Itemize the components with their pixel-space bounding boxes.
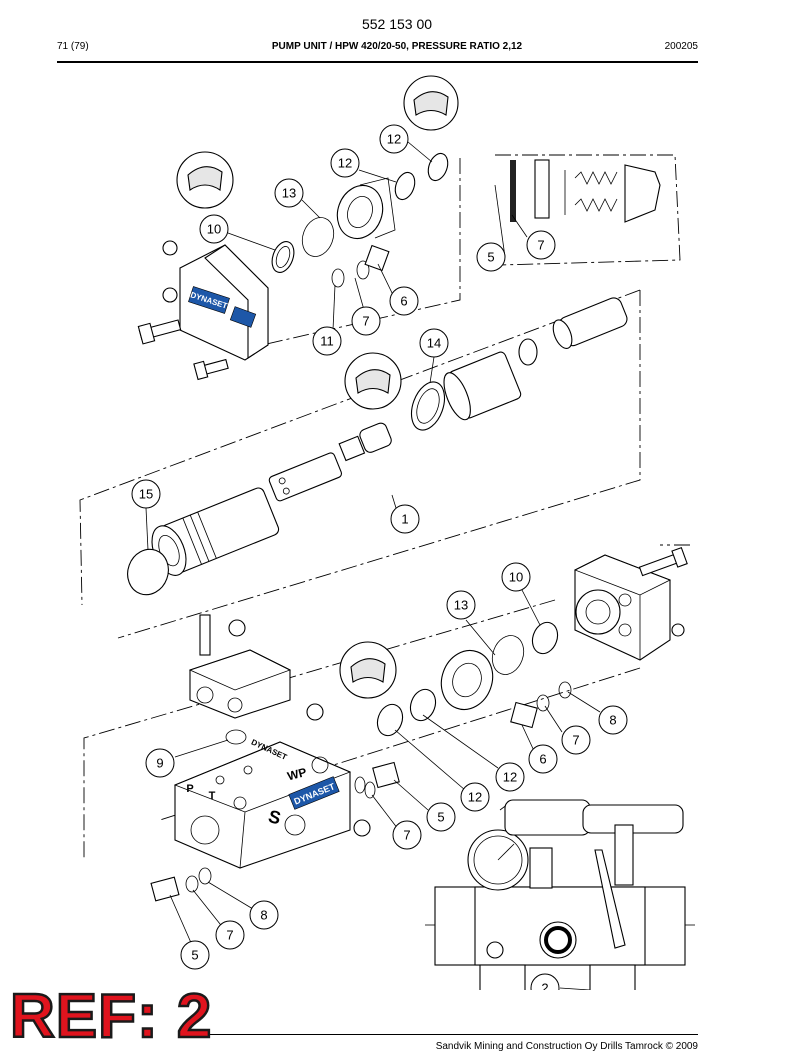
callout: 12 [460,782,490,812]
callout: 15 [131,479,161,509]
ref-stamp: REF: 2 [9,982,213,1051]
svg-text:12: 12 [468,790,482,805]
svg-text:9: 9 [156,756,163,771]
port-t-marking: T [209,790,216,802]
callout: 2 [530,973,560,991]
callout: 6 [389,286,419,316]
end-cap-block [574,546,688,661]
svg-text:13: 13 [454,598,468,613]
svg-text:12: 12 [338,156,352,171]
callout: 8 [598,705,628,735]
cylinder-assembly [127,297,628,596]
svg-text:7: 7 [403,828,410,843]
port-p-marking: P [186,783,193,795]
svg-text:6: 6 [400,294,407,309]
callout: 5 [476,242,506,272]
callout: 13 [446,590,476,620]
callout: 7 [215,920,245,950]
lower-valve-block: DYNASET DYNASET WP P T S [173,738,371,869]
svg-text:8: 8 [609,713,616,728]
upper-valve-block: DYNASET [137,240,269,381]
svg-text:10: 10 [509,570,523,585]
callout-badges: 12 12 13 10 7 5 6 7 11 14 15 1 10 13 8 7… [131,124,628,991]
port-s-marking: S [266,806,283,828]
svg-text:8: 8 [260,908,267,923]
doc-date: 200205 [664,41,698,52]
svg-text:6: 6 [539,752,546,767]
svg-text:14: 14 [427,336,441,351]
svg-text:11: 11 [320,334,334,349]
callout: 10 [501,562,531,592]
header-rule [57,61,698,63]
leader-lines [145,141,601,990]
svg-text:12: 12 [387,132,401,147]
callout: 12 [330,148,360,178]
callout: 7 [561,725,591,755]
svg-text:7: 7 [537,238,544,253]
footer-rule [200,1034,698,1035]
callout: 13 [274,178,304,208]
callout: 1 [390,504,420,534]
doc-number: 552 153 00 [361,16,433,32]
callout: 7 [351,306,381,336]
svg-text:5: 5 [487,250,494,265]
exploded-parts-diagram: DYNASET [79,75,695,991]
svg-text:7: 7 [226,928,233,943]
callout: 14 [419,328,449,358]
svg-text:10: 10 [207,222,221,237]
svg-text:2: 2 [541,981,548,991]
page-number: 71 (79) [57,41,89,52]
doc-title: PUMP UNIT / HPW 420/20-50, PRESSURE RATI… [271,41,523,52]
callout: 11 [312,326,342,356]
svg-text:12: 12 [503,770,517,785]
svg-text:13: 13 [282,186,296,201]
footer-copyright: Sandvik Mining and Construction Oy Drill… [435,1041,698,1052]
mid-port-block [188,614,324,745]
callout: 6 [528,744,558,774]
callout: 7 [526,230,556,260]
valve-cartridge-detail [510,159,661,223]
port-wp-marking: WP [286,765,308,784]
svg-text:5: 5 [437,810,444,825]
detail-magnifiers [176,75,459,699]
lower-seals [150,621,572,902]
svg-text:15: 15 [139,487,153,502]
callout: 8 [249,900,279,930]
callout: 5 [180,940,210,970]
gauge-manifold [425,799,695,990]
svg-text:5: 5 [191,948,198,963]
callout: 5 [426,802,456,832]
callout: 10 [199,214,229,244]
callout: 12 [495,762,525,792]
callout: 9 [145,748,175,778]
svg-text:1: 1 [401,512,408,527]
callout: 7 [392,820,422,850]
svg-text:7: 7 [572,733,579,748]
upper-seals [271,152,449,288]
svg-text:7: 7 [362,314,369,329]
callout: 12 [379,124,409,154]
